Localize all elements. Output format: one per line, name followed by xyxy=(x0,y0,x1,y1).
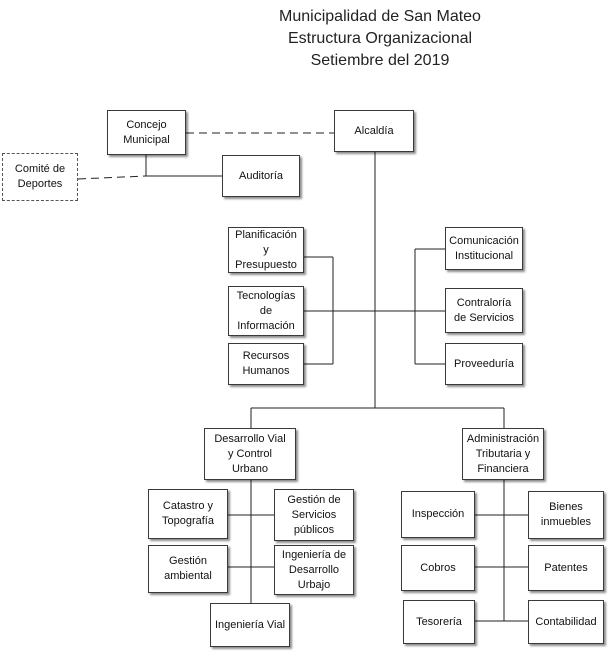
node-comite-deportes: Comité de Deportes xyxy=(2,153,78,201)
node-ingenieria-vial: Ingeniería Vial xyxy=(210,603,290,647)
node-catastro: Catastro y Topografía xyxy=(148,489,228,539)
node-administracion: Administración Tributaria y Financiera xyxy=(462,428,544,480)
node-desarrollo-vial: Desarrollo Vial y Control Urbano xyxy=(204,428,296,480)
connector-comite xyxy=(77,175,147,180)
node-alcaldia: Alcaldía xyxy=(334,110,414,152)
node-patentes: Patentes xyxy=(528,545,604,591)
node-concejo-municipal: Concejo Municipal xyxy=(107,110,186,155)
title-line-1: Municipalidad de San Mateo xyxy=(279,8,481,25)
node-tecnologias: Tecnologías de Información xyxy=(228,286,304,336)
node-proveeduria: Proveeduría xyxy=(445,343,523,385)
node-inspeccion: Inspección xyxy=(401,491,475,538)
node-contraloria: Contraloría de Servicios xyxy=(445,288,523,333)
node-tesoreria: Tesorería xyxy=(403,600,475,644)
node-ingenieria-desarrollo: Ingeniería de Desarrollo Urbajo xyxy=(274,545,354,595)
node-bienes-inmuebles: Bienes inmuebles xyxy=(528,491,604,539)
node-comunicacion: Comunicación Institucional xyxy=(445,227,523,270)
title-line-2: Estructura Organizacional xyxy=(287,30,473,47)
node-gestion-servicios: Gestión de Servicios públicos xyxy=(274,489,354,541)
title-line-3: Setiembre del 2019 xyxy=(310,52,450,69)
node-planificacion: Planificación y Presupuesto xyxy=(228,227,304,273)
node-recursos-humanos: Recursos Humanos xyxy=(228,343,304,385)
node-contabilidad: Contabilidad xyxy=(528,600,604,644)
node-auditoria: Auditoría xyxy=(222,155,300,197)
node-gestion-ambiental: Gestión ambiental xyxy=(148,545,228,593)
node-cobros: Cobros xyxy=(401,545,475,591)
